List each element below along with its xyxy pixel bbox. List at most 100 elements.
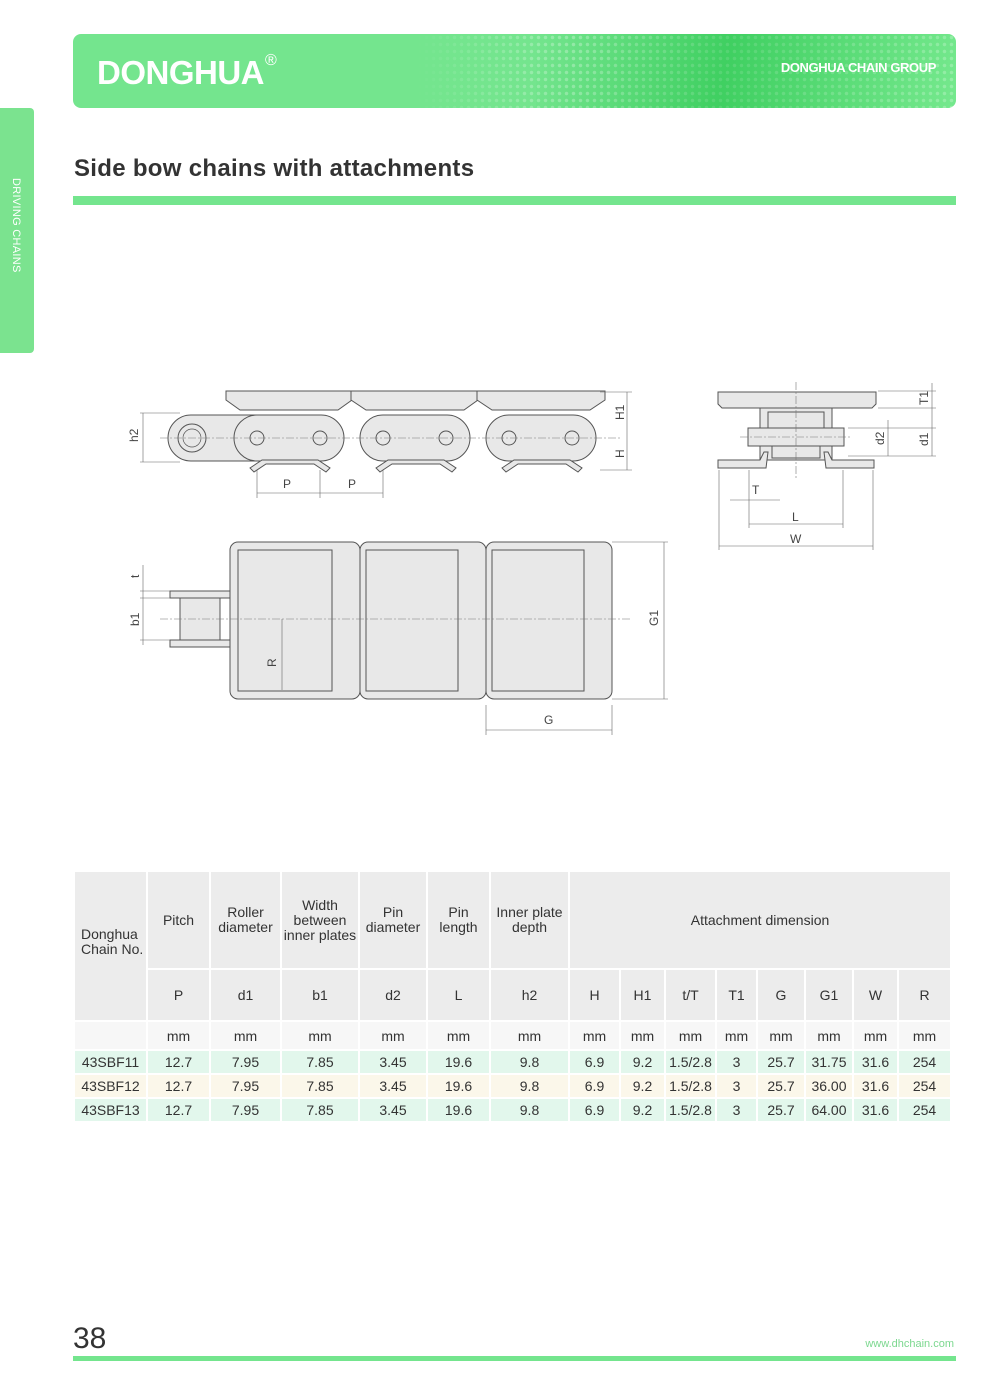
side-tab: DRIVING CHAINS — [0, 108, 34, 353]
unit-cell: mm — [852, 1020, 899, 1051]
symbol-cell: L — [426, 968, 491, 1022]
symbol-cell: T1 — [715, 968, 758, 1022]
table-cell: 254 — [896, 1073, 953, 1099]
symbol-cell: P — [146, 968, 211, 1022]
unit-cell: mm — [619, 1020, 666, 1051]
label-H1: H1 — [613, 404, 627, 420]
table-cell: 31.6 — [852, 1097, 899, 1123]
table-cell: 31.6 — [852, 1049, 899, 1075]
unit-cell: mm — [756, 1020, 806, 1051]
table-cell: 19.6 — [426, 1049, 491, 1075]
header-pin-length: Pin length — [426, 869, 491, 971]
unit-cell: mm — [358, 1020, 428, 1051]
unit-cell: mm — [715, 1020, 758, 1051]
page-title: Side bow chains with attachments — [74, 155, 475, 182]
table-cell: 3 — [715, 1097, 758, 1123]
table-row: 43SBF13 12.7 7.95 7.85 3.45 19.6 9.8 6.9… — [73, 1097, 953, 1123]
label-b1: b1 — [128, 612, 142, 626]
unit-cell: mm — [896, 1020, 953, 1051]
website-url: www.dhchain.com — [865, 1338, 954, 1350]
header-inner-plate-depth: Inner plate depth — [489, 869, 570, 971]
label-P1: P — [283, 477, 291, 491]
table-row: 43SBF11 12.7 7.95 7.85 3.45 19.6 9.8 6.9… — [73, 1049, 953, 1075]
footer-bar — [73, 1356, 956, 1361]
symbol-cell: d1 — [209, 968, 282, 1022]
unit-cell: mm — [489, 1020, 570, 1051]
table-cell: 6.9 — [568, 1097, 621, 1123]
table-cell: 1.5/2.8 — [664, 1049, 717, 1075]
label-G1: G1 — [647, 610, 661, 626]
unit-cell: mm — [568, 1020, 621, 1051]
table-cell: 25.7 — [756, 1073, 806, 1099]
unit-cell: mm — [280, 1020, 360, 1051]
units-row: mm mm mm mm mm mm mm mm mm mm mm mm mm m… — [73, 1020, 953, 1051]
table-cell: 12.7 — [146, 1073, 211, 1099]
table-cell: 1.5/2.8 — [664, 1073, 717, 1099]
header-width-between-inner-plates: Width between inner plates — [280, 869, 360, 971]
table-cell: 9.2 — [619, 1097, 666, 1123]
table-cell: 7.95 — [209, 1097, 282, 1123]
table-cell: 12.7 — [146, 1049, 211, 1075]
label-T: T — [752, 483, 760, 497]
symbol-cell: H1 — [619, 968, 666, 1022]
symbol-cell: W — [852, 968, 899, 1022]
table-cell: 3.45 — [358, 1073, 428, 1099]
table-cell: 7.95 — [209, 1073, 282, 1099]
table-cell: 9.2 — [619, 1049, 666, 1075]
table-cell: 3 — [715, 1049, 758, 1075]
table-cell: 9.8 — [489, 1097, 570, 1123]
table-cell: 9.2 — [619, 1073, 666, 1099]
symbol-cell: R — [896, 968, 953, 1022]
group-name: DONGHUA CHAIN GROUP — [780, 60, 937, 75]
label-P2: P — [348, 477, 356, 491]
table-cell: 6.9 — [568, 1049, 621, 1075]
table-cell: 7.85 — [280, 1049, 360, 1075]
unit-cell: mm — [146, 1020, 211, 1051]
table-cell: 43SBF12 — [73, 1073, 148, 1099]
page-header: DONGHUA® DONGHUA CHAIN GROUP — [73, 34, 956, 108]
symbol-cell: H — [568, 968, 621, 1022]
table-cell: 36.00 — [804, 1073, 854, 1099]
unit-cell: mm — [209, 1020, 282, 1051]
label-H: H — [613, 449, 627, 458]
table-cell: 7.85 — [280, 1073, 360, 1099]
table-cell: 19.6 — [426, 1097, 491, 1123]
end-view — [717, 382, 936, 550]
label-T1: T1 — [917, 391, 931, 405]
side-tab-label: DRIVING CHAINS — [10, 178, 22, 273]
side-view — [140, 390, 632, 498]
label-R: R — [265, 658, 279, 667]
table-cell: 9.8 — [489, 1049, 570, 1075]
label-h2: h2 — [127, 428, 141, 442]
header-roller-diameter: Roller diameter — [209, 869, 282, 971]
label-t: t — [128, 574, 142, 578]
header-glow — [536, 34, 956, 108]
table-cell: 7.85 — [280, 1097, 360, 1123]
table-cell: 43SBF11 — [73, 1049, 148, 1075]
symbol-cell: b1 — [280, 968, 360, 1022]
table-cell: 254 — [896, 1097, 953, 1123]
table-cell: 43SBF13 — [73, 1097, 148, 1123]
symbol-cell: G1 — [804, 968, 854, 1022]
symbol-cell: d2 — [358, 968, 428, 1022]
table-cell: 6.9 — [568, 1073, 621, 1099]
spec-table: Donghua Chain No. Pitch Roller diameter … — [73, 869, 953, 1123]
header-pin-diameter: Pin diameter — [358, 869, 428, 971]
unit-cell: mm — [664, 1020, 717, 1051]
table-cell: 254 — [896, 1049, 953, 1075]
label-d1: d1 — [917, 432, 931, 446]
table-row: 43SBF12 12.7 7.95 7.85 3.45 19.6 9.8 6.9… — [73, 1073, 953, 1099]
table-cell: 7.95 — [209, 1049, 282, 1075]
label-G: G — [544, 713, 553, 727]
symbol-cell: G — [756, 968, 806, 1022]
table-cell: 3 — [715, 1073, 758, 1099]
label-d2: d2 — [873, 431, 887, 445]
table-cell: 19.6 — [426, 1073, 491, 1099]
table-cell: 25.7 — [756, 1049, 806, 1075]
unit-cell: mm — [804, 1020, 854, 1051]
title-underline — [73, 196, 956, 205]
header-pitch: Pitch — [146, 869, 211, 971]
table-cell: 3.45 — [358, 1097, 428, 1123]
table-cell: 12.7 — [146, 1097, 211, 1123]
symbol-cell: h2 — [489, 968, 570, 1022]
